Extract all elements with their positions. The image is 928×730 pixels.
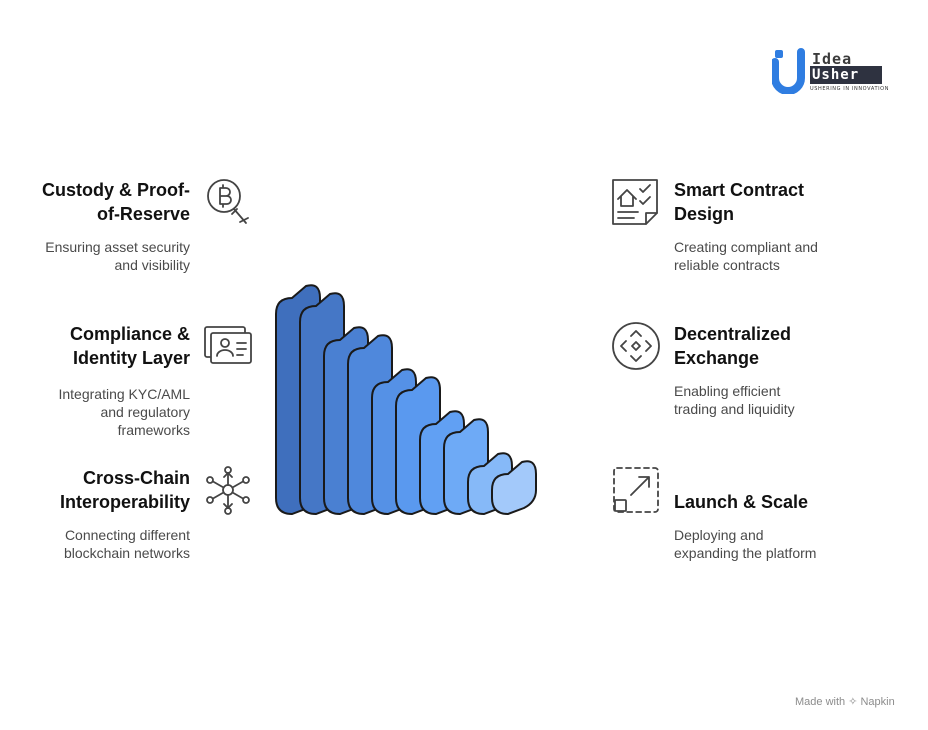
launch-description: Deploying and expanding the platform bbox=[674, 526, 874, 562]
logo-wordmark-usher: Usher bbox=[810, 66, 882, 84]
stepped-blocks-diagram bbox=[275, 284, 537, 516]
compliance-title: Compliance & Identity Layer bbox=[0, 322, 190, 370]
idea-usher-logo bbox=[772, 48, 805, 94]
launch-desc-line-1: Deploying and bbox=[674, 527, 764, 543]
compliance-description: Integrating KYC/AML and regulatory frame… bbox=[0, 385, 190, 439]
napkin-brand: Napkin bbox=[860, 696, 895, 708]
launch-title-line-1: Launch & Scale bbox=[674, 492, 809, 512]
crosschain-title-line-1: Cross-Chain bbox=[82, 468, 190, 488]
napkin-logo-icon: ✧ bbox=[848, 696, 858, 708]
custody-title-line-2: of-Reserve bbox=[96, 204, 190, 224]
custody-description: Ensuring asset security and visibility bbox=[0, 238, 190, 274]
compliance-desc-line-1: Integrating KYC/AML bbox=[58, 386, 190, 402]
dex-desc-line-2: trading and liquidity bbox=[674, 401, 795, 417]
exchange-diamond-icon bbox=[612, 322, 660, 370]
custody-title: Custody & Proof- of-Reserve bbox=[0, 178, 190, 226]
launch-title: Launch & Scale bbox=[674, 490, 874, 514]
compliance-desc-line-2: and regulatory bbox=[100, 404, 190, 420]
dex-title-line-2: Exchange bbox=[674, 348, 760, 368]
made-with-label: Made with bbox=[795, 696, 846, 708]
crosschain-desc-line-1: Connecting different bbox=[64, 527, 190, 543]
made-with-napkin: Made with ✧ Napkin bbox=[795, 695, 895, 708]
launch-desc-line-2: expanding the platform bbox=[674, 545, 817, 561]
crosschain-title-line-2: Interoperability bbox=[59, 492, 190, 512]
logo-wordmark-idea: Idea bbox=[812, 50, 853, 68]
compliance-title-line-2: Identity Layer bbox=[72, 348, 190, 368]
dex-desc-line-1: Enabling efficient bbox=[674, 383, 781, 399]
smart-contract-title-line-1: Smart Contract bbox=[674, 180, 805, 200]
custody-title-line-1: Custody & Proof- bbox=[42, 180, 190, 200]
custody-desc-line-2: and visibility bbox=[114, 257, 190, 273]
smart-contract-desc-line-2: reliable contracts bbox=[674, 257, 780, 273]
dex-title: Decentralized Exchange bbox=[674, 322, 874, 370]
network-hub-icon bbox=[206, 466, 250, 515]
custody-desc-line-1: Ensuring asset security bbox=[45, 239, 190, 255]
dex-description: Enabling efficient trading and liquidity bbox=[674, 382, 874, 418]
crosschain-desc-line-2: blockchain networks bbox=[63, 545, 190, 561]
block-step-10 bbox=[491, 460, 537, 516]
smart-contract-desc-line-1: Creating compliant and bbox=[674, 239, 818, 255]
smart-contract-description: Creating compliant and reliable contract… bbox=[674, 238, 874, 274]
dex-title-line-1: Decentralized bbox=[674, 324, 792, 344]
smart-contract-title-line-2: Design bbox=[674, 204, 735, 224]
logo-tagline: USHERING IN INNOVATION bbox=[810, 86, 890, 92]
smart-contract-title: Smart Contract Design bbox=[674, 178, 874, 226]
compliance-title-line-1: Compliance & bbox=[69, 324, 190, 344]
crosschain-description: Connecting different blockchain networks bbox=[0, 526, 190, 562]
compliance-desc-line-3: frameworks bbox=[117, 422, 190, 438]
bitcoin-magnifier-icon bbox=[207, 179, 249, 224]
id-card-icon bbox=[204, 326, 252, 364]
crosschain-title: Cross-Chain Interoperability bbox=[0, 466, 190, 514]
expand-scale-icon bbox=[613, 467, 659, 513]
contract-checklist-icon bbox=[612, 179, 658, 225]
